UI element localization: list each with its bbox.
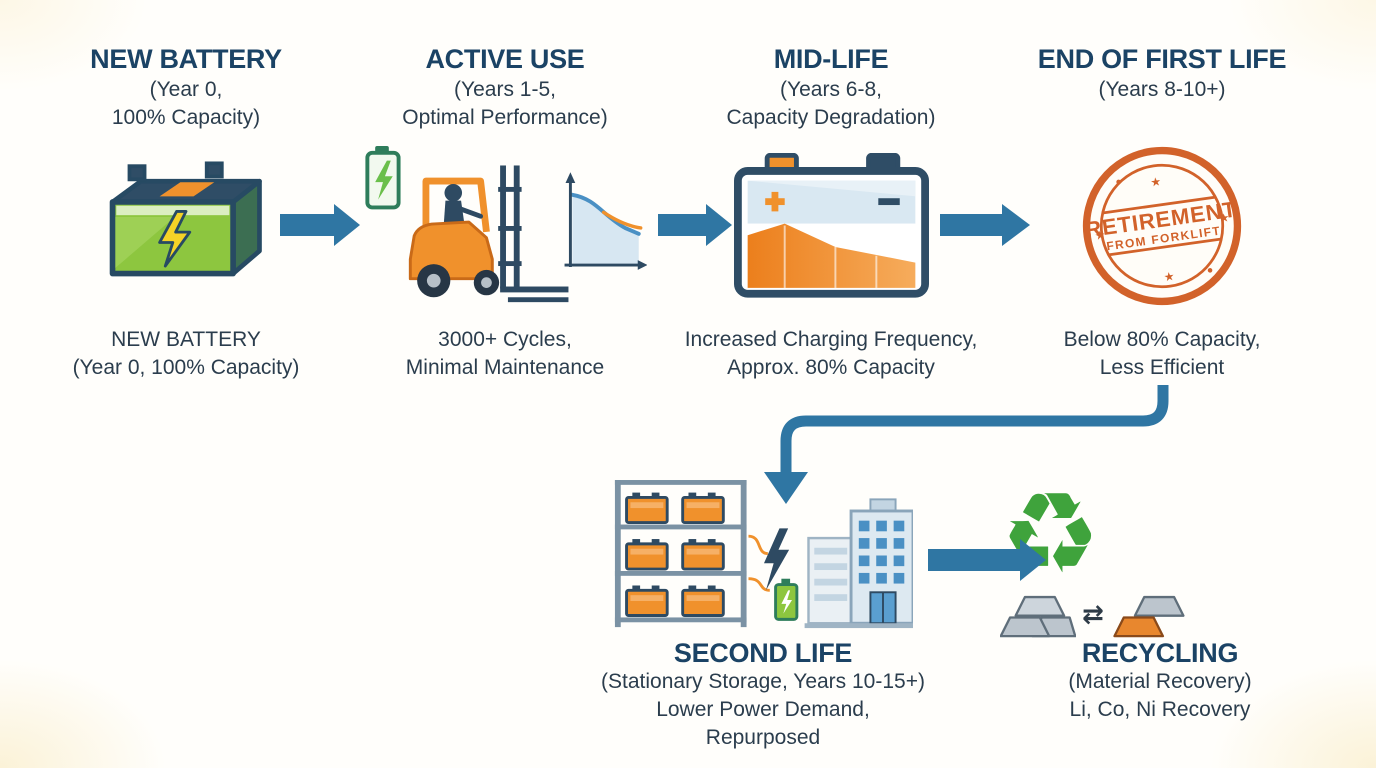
minus-terminal-icon (877, 197, 900, 205)
stage-title: ACTIVE USE (425, 44, 585, 74)
stage-mid-life: MID-LIFE (Years 6-8, Capacity Degradatio… (666, 42, 996, 382)
stage-title: RECYCLING (1081, 638, 1239, 668)
stage-subtitle: (Year 0, 100% Capacity) (111, 78, 261, 129)
recycle-symbol-icon: ♻ (1000, 469, 1101, 599)
degradation-chart-icon (564, 172, 647, 270)
stage-caption: Lower Power Demand, Repurposed (656, 698, 870, 749)
swap-arrows-icon: ⇄ (1082, 600, 1104, 630)
new-battery-icon (26, 140, 346, 312)
stamp-star-right-icon: ★ (1218, 210, 1231, 225)
stage-caption: Increased Charging Frequency, Approx. 80… (684, 328, 978, 379)
metal-ingots-row: ⇄ (1000, 584, 1186, 638)
stage-caption: NEW BATTERY (Year 0, 100% Capacity) (72, 328, 300, 379)
forklift-icon (408, 165, 569, 303)
stage-end-of-first-life: END OF FIRST LIFE (Years 8-10+) RETIREME… (1002, 42, 1322, 382)
building-icon (804, 498, 913, 629)
stage-subtitle: (Material Recovery) (1068, 670, 1252, 693)
retirement-stamp-icon: RETIREMENT FROM FORKLIFT ★ ★ ★ ★ (1002, 140, 1322, 312)
degraded-battery-icon (666, 140, 996, 312)
stage-subtitle: (Years 1-5, Optimal Performance) (402, 78, 608, 129)
stage-subtitle: (Stationary Storage, Years 10-15+) (601, 670, 925, 693)
stationary-storage-icon (593, 478, 933, 636)
capacity-area (747, 223, 915, 288)
battery-3d-icon (109, 161, 262, 277)
recycling-icon-group: ♻ ⇄ (1000, 469, 1320, 638)
lightning-bolt-icon (763, 528, 790, 591)
forklift-scene-icon (350, 140, 660, 312)
stage-subtitle: (Years 8-10+) (1098, 78, 1226, 101)
stage-caption: Below 80% Capacity, Less Efficient (1063, 328, 1261, 379)
stage-active-use: ACTIVE USE (Years 1-5, Optimal Performan… (350, 42, 660, 382)
stage-caption: Li, Co, Ni Recovery (1069, 698, 1251, 721)
stage-second-life: SECOND LIFE (Stationary Storage, Years 1… (593, 478, 933, 752)
plus-terminal-icon (764, 191, 785, 211)
building-windows (858, 520, 905, 584)
forklift-chart-icon (365, 145, 647, 303)
stage-new-battery: NEW BATTERY (Year 0, 100% Capacity) NEW … (26, 42, 346, 382)
stamp-star-left-icon: ★ (1094, 228, 1107, 243)
stage-title: NEW BATTERY (90, 44, 282, 74)
stage-title: END OF FIRST LIFE (1037, 44, 1287, 74)
curved-arrow-stage4-to-stage5 (780, 385, 1169, 474)
stage-recycling: ♻ ⇄ RECYCLING (Material Recovery) Li, Co… (1000, 478, 1320, 724)
wire-top (748, 534, 769, 556)
lightning-bolt-icon (158, 209, 192, 268)
stamp-star-top-icon: ★ (1150, 174, 1163, 189)
gray-ingots-icon (1000, 595, 1076, 638)
stage-title: SECOND LIFE (673, 638, 853, 668)
wire-bottom (748, 577, 770, 592)
battery-capacity-icon (733, 152, 929, 298)
stamp-star-bottom-icon: ★ (1163, 269, 1176, 284)
battery-rack-icon (614, 480, 747, 628)
stage-title: MID-LIFE (773, 44, 889, 74)
rack-batteries (625, 492, 725, 617)
recovered-ingots-icon (1113, 595, 1185, 638)
battery-label (159, 182, 215, 197)
charge-battery-icon (365, 145, 401, 210)
stage-subtitle: (Years 6-8, Capacity Degradation) (726, 78, 936, 129)
battery-rack-building-icon (614, 480, 913, 629)
small-green-battery-icon (774, 578, 799, 621)
stage-caption: 3000+ Cycles, Minimal Maintenance (405, 328, 605, 379)
stamp-icon: RETIREMENT FROM FORKLIFT ★ ★ ★ ★ (1082, 146, 1242, 306)
